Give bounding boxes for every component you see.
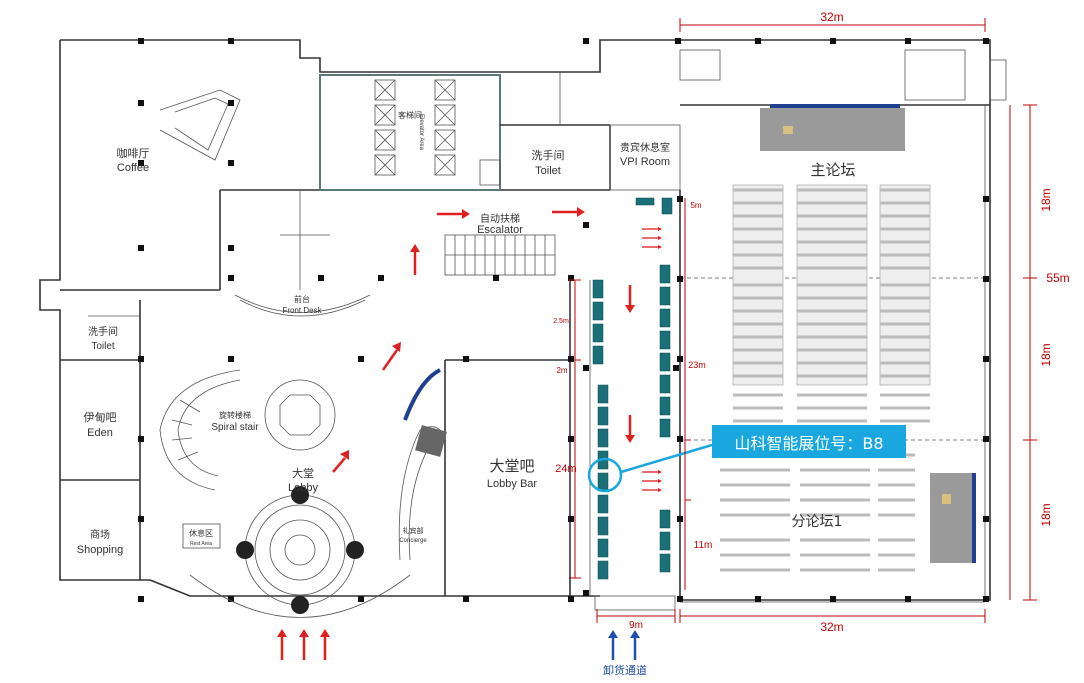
toilet-left-label-cn: 洗手间 [88,325,118,338]
dimension-lines [569,18,1037,623]
booth-b8-highlight [587,457,623,493]
central-octagon [264,379,336,451]
spiral-stair-label-en: Spiral stair [211,422,259,433]
toilet-top-label-cn: 洗手间 [532,148,565,162]
dim-right-18c: 18m [1039,503,1053,526]
dim-passage-width: 9m [629,620,643,631]
columns [138,38,989,602]
booth-row-left [592,279,609,580]
dim-gap-2m: 2m [556,366,567,375]
dim-bottom-width: 32m [820,620,843,634]
escalator-steps [454,235,546,275]
lobby-bar-label-en: Lobby Bar [487,478,537,490]
lobby-label-en: Lobby [288,482,318,494]
dim-booth-row: 23m [688,360,706,370]
concierge-label-en: Concierge [399,538,427,544]
main-forum-seat-rows [733,188,930,423]
front-desk-label-cn: 前台 [294,294,310,304]
dim-gap-25m: 2.5m [553,318,569,325]
sub-forum-stage [930,473,976,563]
building-walls [39,39,1007,611]
lobby-bar-label-cn: 大堂吧 [489,457,534,475]
eden-label-en: Eden [87,427,113,439]
dim-sub-depth: 11m [694,540,713,551]
sub-forum-seat-rows [720,453,915,572]
dim-right-18b: 18m [1039,343,1053,366]
vip-label-en: VPI Room [620,156,670,168]
shopping-label-cn: 商场 [90,528,110,541]
dim-right-18a: 18m [1039,188,1053,211]
eden-label-cn: 伊甸吧 [84,411,117,424]
main-forum-stage [760,104,905,151]
dim-bar-length: 24m [555,463,576,475]
main-forum-label: 主论坛 [810,161,855,179]
toilet-top-label-en: Toilet [535,165,561,177]
shopping-label-en: Shopping [77,544,124,556]
blue-unloading-arrows [608,630,640,660]
escalator-label-cn: 自动扶梯 [480,212,520,225]
rest-area-label-cn: 休息区 [189,528,213,538]
spiral-stair-drawing [159,369,241,491]
rest-area-label-en: Rest Area [190,541,212,547]
coffee-label-en: Coffee [117,162,149,174]
elevator-label-cn: 客梯间 [398,110,422,120]
red-flow-arrows [277,207,635,660]
dim-right-total: 55m [1046,271,1069,285]
booth-callout-text: 山科智能展位号：B8 [734,433,884,453]
callout-leader-line [620,443,713,474]
toilet-left-label-en: Toilet [91,341,115,352]
dim-top-width: 32m [820,10,843,24]
spiral-stair-label-cn: 旋转楼梯 [219,410,251,420]
escalator-label-en: Escalator [477,224,523,236]
vip-label-cn: 贵宾休息室 [620,141,670,154]
small-entry-arrows [642,227,662,492]
booth-callout: 山科智能展位号：B8 [712,425,906,458]
concierge-label-cn: 礼宾部 [403,526,424,535]
front-desk-label-en: Front Desk [282,306,322,315]
dim-gap-5m: 5m [690,201,701,210]
lobby-label-cn: 大堂 [292,466,314,480]
elevator-label-en: Elevator Area [418,114,424,151]
coffee-label-cn: 咖啡厅 [117,146,150,160]
booth-row-right [635,197,673,573]
sub-forum-label: 分论坛1 [792,514,843,530]
rest-area-box [182,523,221,549]
unloading-passage-label: 卸货通道 [603,663,647,677]
lobby-rotunda [189,486,411,618]
